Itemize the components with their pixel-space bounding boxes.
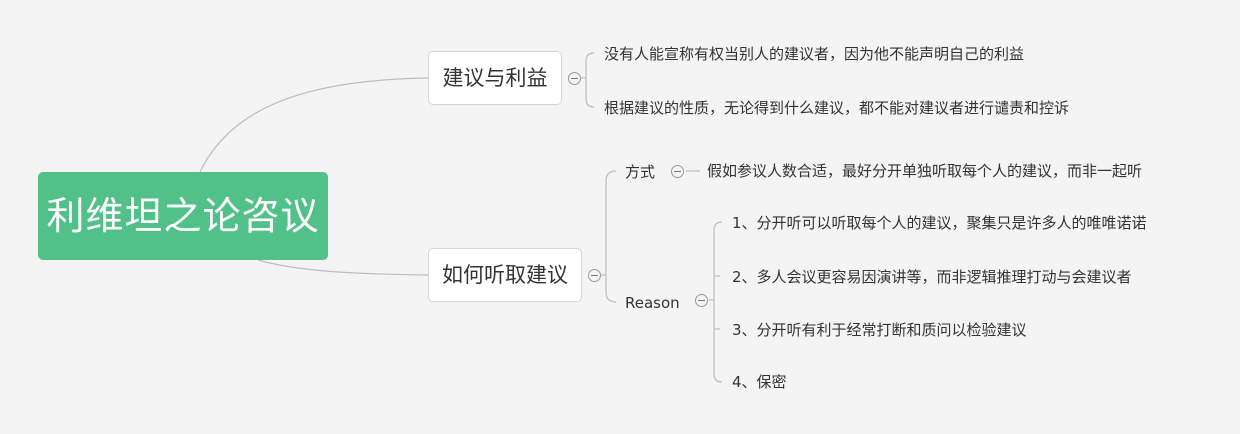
branch-node-advice-and-interest[interactable]: 建议与利益	[428, 51, 562, 105]
collapse-toggle-icon[interactable]	[568, 72, 581, 85]
bracket-branch-2	[605, 170, 617, 303]
collapse-toggle-icon[interactable]	[588, 269, 601, 282]
collapse-toggle-icon[interactable]	[695, 294, 708, 307]
branch-node-how-to-listen[interactable]: 如何听取建议	[428, 248, 582, 302]
connector-root-to-branch-1	[199, 77, 429, 173]
leaf-node[interactable]: 3、分开听有利于经常打断和质问以检验建议	[732, 321, 1027, 339]
bracket-reason	[713, 221, 723, 383]
leaf-node[interactable]: 1、分开听可以听取每个人的建议，聚集只是许多人的唯唯诺诺	[732, 214, 1147, 232]
subnode-method[interactable]: 方式	[625, 163, 656, 181]
leaf-node[interactable]: 没有人能宣称有权当别人的建议者，因为他不能声明自己的利益	[604, 45, 1025, 63]
leaf-node[interactable]: 假如参议人数合适，最好分开单独听取每个人的建议，而非一起听	[707, 162, 1143, 180]
leaf-node[interactable]: 4、保密	[732, 373, 787, 391]
leaf-node[interactable]: 根据建议的性质，无论得到什么建议，都不能对建议者进行谴责和控诉	[604, 99, 1070, 117]
subnode-reason[interactable]: Reason	[625, 294, 680, 312]
leaf-node[interactable]: 2、多人会议更容易因演讲等，而非逻辑推理打动与会建议者	[732, 268, 1132, 286]
bracket-branch-1	[585, 52, 595, 108]
collapse-toggle-icon[interactable]	[671, 165, 684, 178]
connector-root-to-branch-2	[257, 259, 429, 276]
root-node[interactable]: 利维坦之论咨议	[38, 172, 328, 260]
